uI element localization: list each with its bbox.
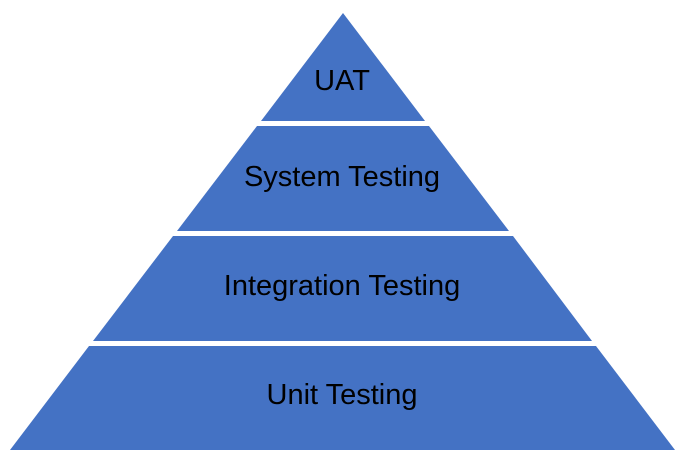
tier-label-system-testing: System Testing bbox=[244, 161, 440, 193]
pyramid-tier-integration-testing bbox=[93, 236, 592, 341]
pyramid-tier-system-testing bbox=[177, 126, 509, 231]
pyramid-tier-unit-testing bbox=[10, 346, 675, 450]
tier-label-uat: UAT bbox=[314, 65, 370, 97]
pyramid-tier-uat bbox=[261, 13, 425, 121]
tier-label-unit-testing: Unit Testing bbox=[267, 379, 418, 411]
tier-label-integration-testing: Integration Testing bbox=[224, 270, 460, 302]
